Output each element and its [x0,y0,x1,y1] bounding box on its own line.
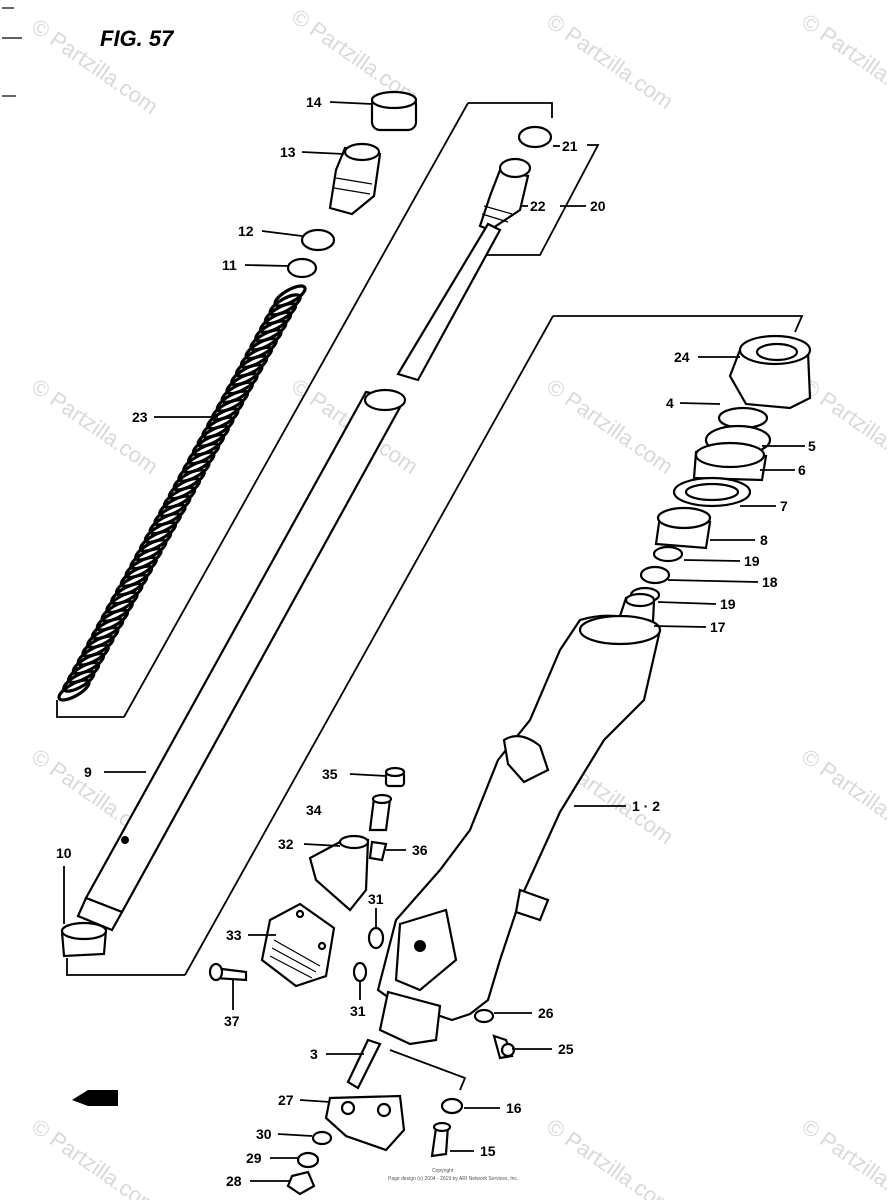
watermark-7: © Partzilla.com [542,374,678,480]
part-3-stud [346,1038,382,1090]
part-30-washer [311,1130,333,1146]
label-31b: 31 [350,1003,366,1019]
label-29: 29 [246,1150,262,1166]
part-26-washer [473,1008,495,1024]
label-15: 15 [480,1143,496,1159]
watermark-5: © Partzilla.com [27,374,163,480]
label-23: 23 [132,409,148,425]
label-14: 14 [306,94,322,110]
label-32: 32 [278,836,294,852]
part-12-washer [300,228,336,252]
label-8: 8 [760,532,768,548]
part-16-washer [440,1097,464,1115]
label-12: 12 [238,223,254,239]
watermark-8: © Partzilla.com [797,374,888,480]
part-labels: 14 13 12 11 23 21 22 20 24 4 5 6 7 8 19 … [56,94,816,1189]
label-36: 36 [412,842,428,858]
label-27: 27 [278,1092,294,1108]
watermark-13: © Partzilla.com [542,1114,678,1200]
watermark-14: © Partzilla.com [797,1114,888,1200]
figure-title: FIG. 57 [100,26,175,51]
label-28: 28 [226,1173,242,1189]
part-34-valve [368,793,393,832]
label-13: 13 [280,144,296,160]
label-16: 16 [506,1100,522,1116]
label-24: 24 [674,349,690,365]
spring-coil [57,678,91,702]
part-24-dust-seal [728,334,812,410]
watermark-4: © Partzilla.com [797,9,888,115]
label-4: 4 [666,395,674,411]
part-31-washer-upper [367,926,385,950]
label-33: 33 [226,927,242,943]
part-7-washer [672,476,752,508]
part-29-washer [296,1151,320,1169]
label-30: 30 [256,1126,272,1142]
part-15-bolt [430,1121,452,1158]
part-19-ring-upper [652,545,684,563]
label-37: 37 [224,1013,240,1029]
label-7: 7 [780,498,788,514]
label-31a: 31 [368,891,384,907]
front-arrow-icon [72,1090,118,1106]
label-18: 18 [762,574,778,590]
part-36-screw [368,840,388,862]
label-6: 6 [798,462,806,478]
part-9-inner-tube [76,388,407,932]
label-3: 3 [310,1046,318,1062]
label-19b: 19 [720,596,736,612]
part-27-axle-holder [324,1094,406,1152]
label-1-2: 1 · 2 [632,798,660,814]
part-33-gasket [260,902,336,988]
label-35: 35 [322,766,338,782]
part-4-clip [717,406,769,430]
watermark-12: © Partzilla.com [27,1114,163,1200]
leader-lines [63,101,805,1182]
footer-copyright: Copyright Page design (c) 2004 - 2019 by… [388,1168,518,1182]
label-10: 10 [56,845,72,861]
label-9: 9 [84,764,92,780]
part-6-retainer [692,441,768,482]
label-34: 34 [306,802,322,818]
part-25-bolt [492,1034,516,1060]
part-1-2-outer-tube [376,614,662,1046]
part-31-washer-lower [352,961,368,983]
part-28-nut [286,1170,316,1196]
part-8-bushing [654,506,712,550]
scan-speckles [2,7,22,97]
part-10-bushing [60,921,108,958]
label-20: 20 [590,198,606,214]
watermark-3: © Partzilla.com [542,9,678,115]
part-14-cap [370,90,418,132]
footer-line-1: Copyright [432,1168,454,1174]
part-13-valve [328,142,382,216]
label-26: 26 [538,1005,554,1021]
footer-line-2: Page design (c) 2004 - 2019 by ARI Netwo… [388,1176,518,1182]
part-35-cap [384,766,406,788]
label-19a: 19 [744,553,760,569]
label-21: 21 [562,138,578,154]
label-17: 17 [710,619,726,635]
label-5: 5 [808,438,816,454]
part-20-damper-rod [396,125,553,382]
label-25: 25 [558,1041,574,1057]
part-32-housing [308,834,370,912]
label-11: 11 [222,257,237,273]
watermarks: © Partzilla.com © Partzilla.com © Partzi… [27,4,888,1200]
label-22: 22 [530,198,546,214]
watermark-11: © Partzilla.com [797,744,888,850]
part-37-bolt [208,962,248,982]
part-18-ring [639,565,671,585]
part-23-spring [57,284,307,702]
bracket-lines [56,102,804,1091]
part-11-washer [286,257,318,279]
